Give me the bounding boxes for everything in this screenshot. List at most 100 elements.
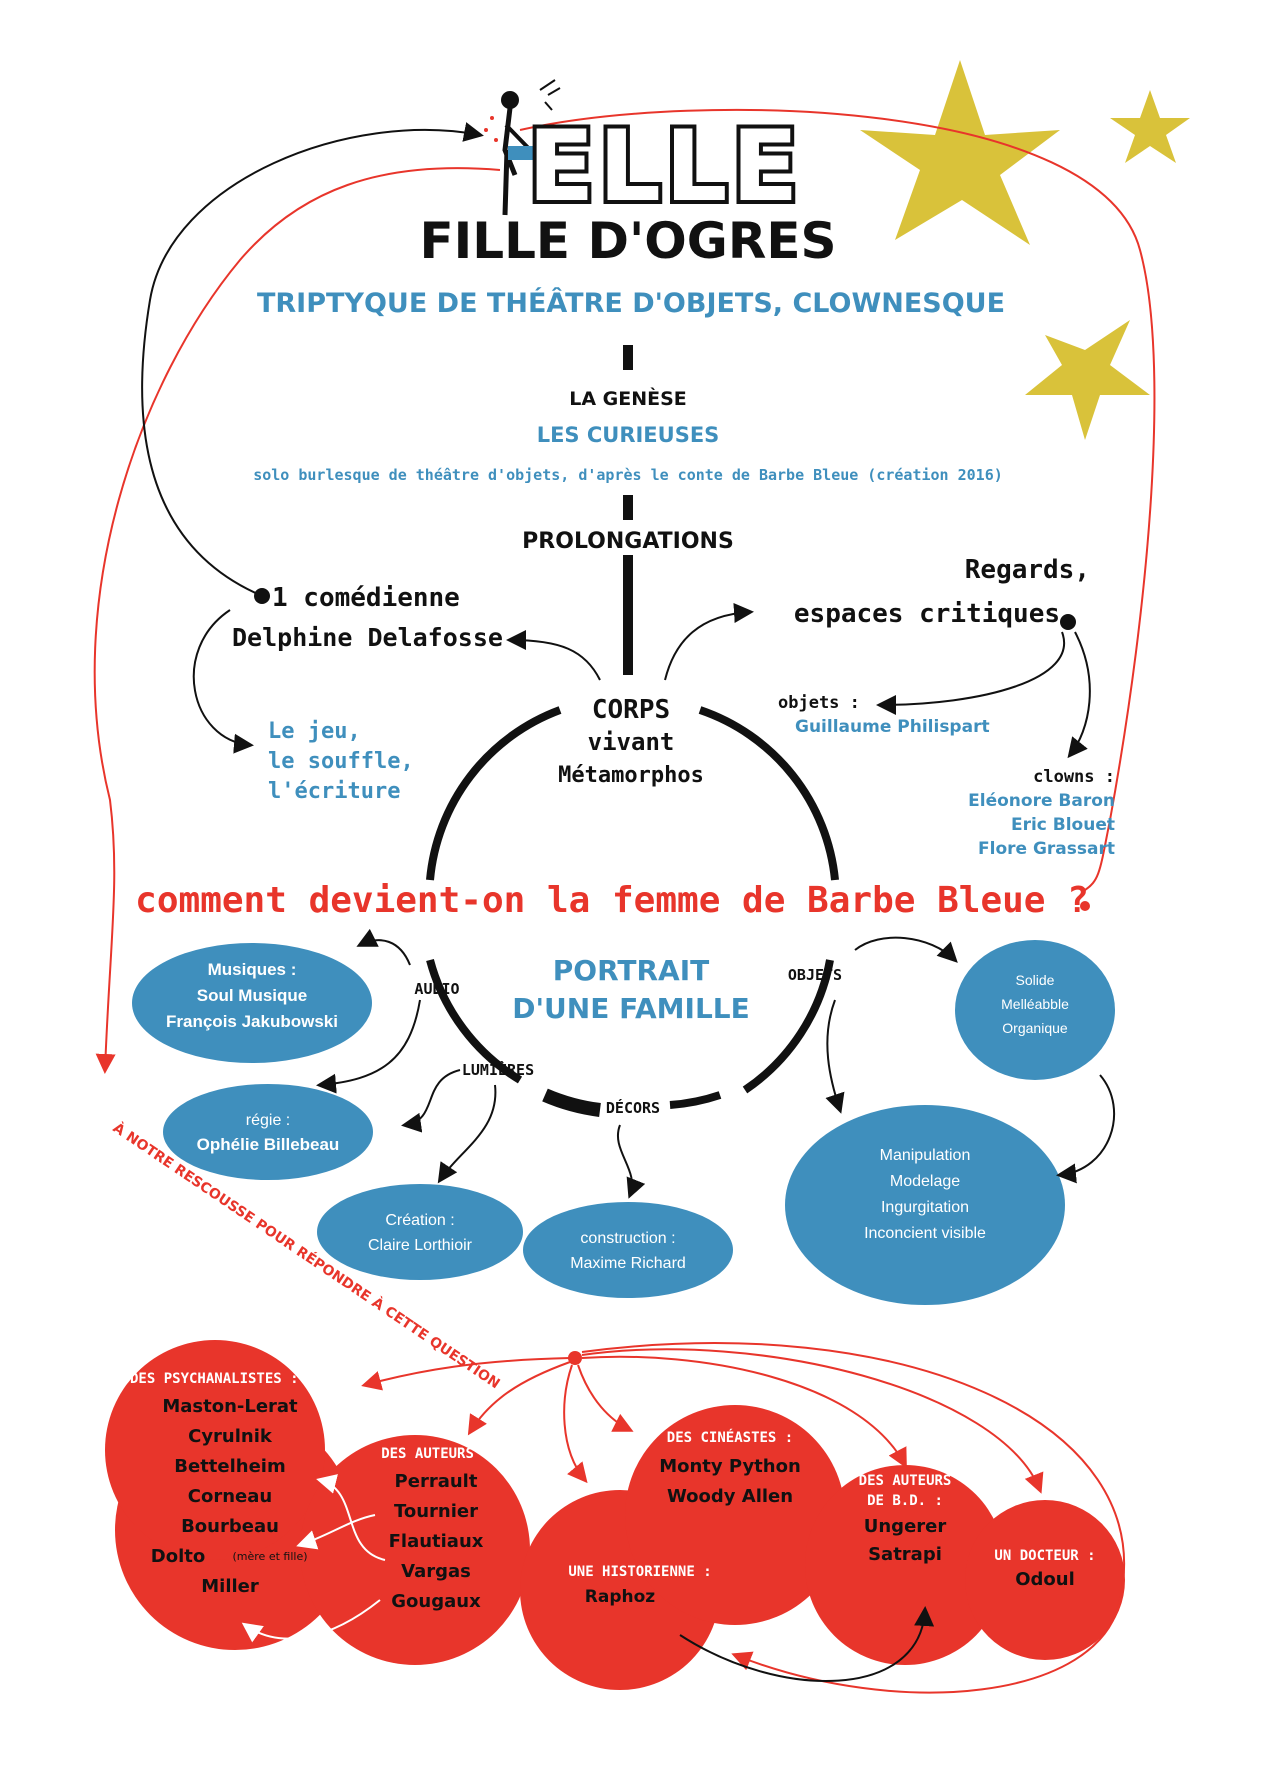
construction-text: construction :: [580, 1230, 675, 1247]
arrow-hub-cineastes: [577, 1364, 634, 1432]
node-dot: [1080, 901, 1090, 911]
star-icon: [1110, 90, 1190, 163]
arrow-hub-bd: [581, 1355, 907, 1469]
genese-title: LES CURIEUSES: [537, 423, 720, 447]
title-fille-dogres: FILLE D'OGRES: [419, 212, 836, 270]
arrow-to-jeu: [192, 609, 254, 754]
auteurs-name: Tournier: [394, 1501, 478, 1522]
regie-bubble: [163, 1084, 373, 1180]
main-question: comment devient-on la femme de Barbe Ble…: [135, 880, 1089, 921]
bd-name: Ungerer: [864, 1516, 947, 1537]
lumieres-label: LUMIÈRES: [462, 1060, 534, 1079]
creation-text: Claire Lorthioir: [368, 1237, 473, 1254]
arrow-loop-back: [581, 1342, 1126, 1694]
solide-bubble: [955, 940, 1115, 1080]
central-ring: [426, 706, 839, 1117]
title-elle: ELLE: [528, 110, 803, 224]
cineastes-name: Monty Python: [659, 1456, 801, 1477]
bd-label-2: DE B.D. :: [867, 1493, 943, 1509]
arrow-hub-docteur: [581, 1348, 1044, 1494]
clowns-name: Flore Grassart: [978, 839, 1115, 859]
manipulation-bubble: [785, 1105, 1065, 1305]
arrow-objets-manip: [825, 999, 845, 1114]
arrow-historienne-bd: [679, 1606, 935, 1682]
objets-name: Guillaume Philispart: [795, 717, 990, 737]
arrow-to-clowns: [1067, 631, 1091, 759]
arrow-decors-construction: [617, 1124, 646, 1199]
regie-text: Ophélie Billebeau: [197, 1135, 340, 1154]
psy-name: Bourbeau: [181, 1516, 279, 1537]
psy-note: (mère et fille): [233, 1550, 308, 1563]
corps-label: CORPS: [592, 695, 670, 725]
arrow-lumieres-regie: [401, 1069, 461, 1133]
manip-text: Modelage: [890, 1173, 960, 1190]
hub-dot: [568, 1351, 582, 1365]
arrow-to-regards: [664, 602, 754, 681]
comedienne-line1: 1 comédienne: [272, 583, 460, 613]
arrow-to-comedienne: [506, 630, 601, 681]
cineastes-label: DES CINÉASTES :: [667, 1429, 793, 1446]
vivant-label: vivant: [588, 728, 675, 756]
arrow-hub-psy: [361, 1357, 571, 1391]
manip-text: Manipulation: [880, 1147, 971, 1164]
objets-label: objets :: [778, 693, 860, 713]
docteur-name: Odoul: [1015, 1569, 1075, 1590]
arrow-lumieres-creation: [437, 1084, 497, 1184]
red-loop-left-path: [93, 167, 501, 1074]
psy-name: Corneau: [188, 1486, 272, 1507]
arrow-white-2: [296, 1514, 376, 1550]
auteurs-name: Vargas: [401, 1561, 471, 1582]
psy-name: Bettelheim: [174, 1456, 285, 1477]
manip-text: Inconcient visible: [864, 1225, 986, 1242]
node-dot: [254, 588, 270, 604]
psy-name: Maston-Lerat: [162, 1396, 298, 1417]
red-loop-path: [519, 108, 1156, 891]
creation-text: Création :: [385, 1212, 454, 1229]
clowns-label: clowns :: [1033, 767, 1115, 787]
arrow-to-objets: [876, 631, 1066, 715]
objets-circle-label: OBJETS: [788, 966, 842, 984]
clowns-name: Eléonore Baron: [968, 791, 1115, 811]
genese-label: LA GENÈSE: [569, 387, 687, 410]
cineastes-name: Woody Allen: [667, 1486, 793, 1507]
construction-text: Maxime Richard: [570, 1255, 686, 1272]
musiques-text: François Jakubowski: [166, 1012, 338, 1031]
star-icon: [1025, 320, 1150, 440]
auteurs-bubble: [300, 1435, 530, 1665]
metamorphos-label: Métamorphos: [558, 763, 704, 788]
clowns-name: Eric Blouet: [1011, 815, 1115, 835]
psy-bubble-2: [105, 1340, 325, 1560]
genese-desc: solo burlesque de théâtre d'objets, d'ap…: [253, 466, 1003, 484]
arrow-white-1: [316, 1474, 386, 1561]
arrow-hub-historienne: [563, 1364, 588, 1484]
manip-text: Ingurgitation: [881, 1199, 969, 1216]
arrow-white-3: [241, 1599, 381, 1643]
solide-text: Organique: [1002, 1020, 1068, 1036]
construction-bubble: [523, 1202, 733, 1298]
auteurs-name: Flautiaux: [389, 1531, 484, 1552]
black-loop-path: [141, 122, 484, 596]
arrow-audio-regie: [316, 999, 421, 1094]
auteurs-name: Perrault: [395, 1471, 478, 1492]
regards-line1: Regards,: [965, 555, 1090, 585]
psy-name: Miller: [201, 1576, 259, 1597]
ecriture-item: l'écriture: [268, 779, 400, 804]
souffle-item: le souffle,: [268, 749, 414, 774]
auteurs-name: Gougaux: [391, 1591, 481, 1612]
arrow-solide-manip: [1056, 1074, 1116, 1184]
bd-name: Satrapi: [868, 1544, 942, 1565]
star-icon: [860, 60, 1060, 245]
solide-text: Melléabble: [1001, 996, 1069, 1012]
arrow-hub-auteurs: [467, 1361, 571, 1436]
prolongations-label: PROLONGATIONS: [522, 529, 734, 554]
regie-text: régie :: [246, 1112, 290, 1129]
docteur-bubble: [965, 1500, 1125, 1660]
psy-label: DES PSYCHANALISTES :: [130, 1371, 299, 1387]
bd-bubble: [805, 1465, 1005, 1665]
arrow-objets-solide: [854, 936, 958, 963]
bd-label: DES AUTEURS: [859, 1473, 952, 1489]
jeu-item: Le jeu,: [268, 719, 361, 744]
psy-name: Cyrulnik: [188, 1426, 273, 1447]
historienne-label: UNE HISTORIENNE :: [568, 1564, 711, 1580]
